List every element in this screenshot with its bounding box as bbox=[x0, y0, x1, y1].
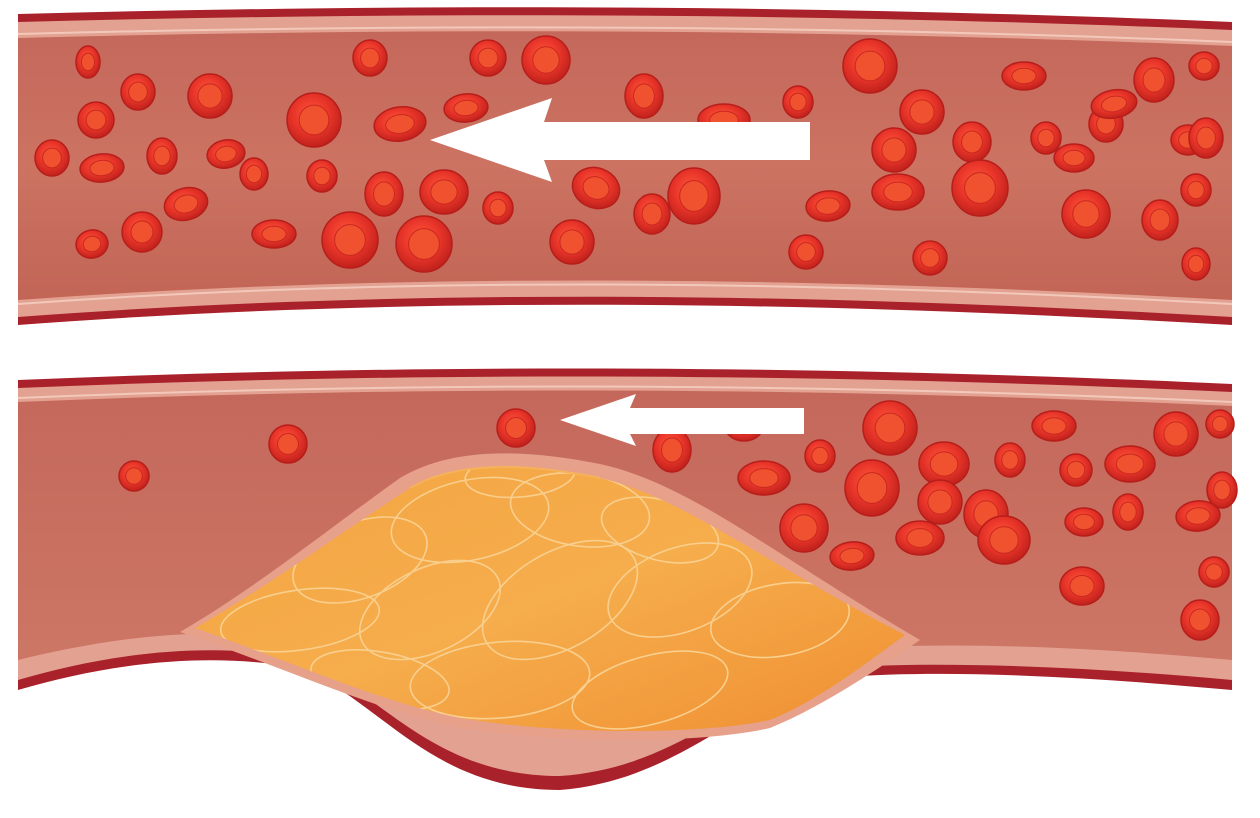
red-blood-cell bbox=[146, 137, 178, 175]
red-blood-cell bbox=[871, 173, 925, 211]
red-blood-cell bbox=[912, 240, 948, 276]
red-blood-cell bbox=[633, 193, 671, 235]
red-blood-cell bbox=[1112, 493, 1144, 531]
red-blood-cell bbox=[782, 85, 814, 119]
red-blood-cell bbox=[118, 460, 150, 492]
red-blood-cell bbox=[1175, 500, 1221, 532]
healthy-artery-panel bbox=[17, 7, 1233, 325]
red-blood-cell bbox=[75, 229, 109, 259]
red-blood-cell bbox=[737, 460, 791, 496]
red-blood-cell bbox=[395, 215, 453, 273]
red-blood-cell bbox=[994, 442, 1026, 478]
red-blood-cell bbox=[1104, 445, 1156, 483]
red-blood-cell bbox=[187, 73, 233, 119]
red-blood-cell bbox=[1188, 117, 1224, 159]
red-blood-cell bbox=[521, 35, 571, 85]
red-blood-cell bbox=[1001, 61, 1047, 91]
red-blood-cell bbox=[373, 106, 427, 142]
red-blood-cell bbox=[121, 211, 163, 253]
red-blood-cell bbox=[1061, 189, 1111, 239]
bottom-vessel-highlight-upper bbox=[17, 385, 1233, 403]
red-blood-cell bbox=[1059, 453, 1093, 487]
red-blood-cell bbox=[1188, 51, 1220, 81]
red-blood-cell bbox=[286, 92, 342, 148]
red-blood-cell bbox=[352, 39, 388, 77]
red-blood-cell bbox=[239, 157, 269, 191]
red-blood-cell bbox=[917, 479, 963, 525]
top-vessel-highlight-lower bbox=[17, 283, 1233, 305]
red-blood-cell bbox=[895, 520, 945, 556]
red-blood-cell bbox=[77, 101, 115, 139]
red-blood-cell bbox=[652, 427, 692, 473]
narrowed-artery-panel bbox=[17, 368, 1238, 790]
red-blood-cell bbox=[469, 39, 507, 77]
red-blood-cell bbox=[1090, 88, 1138, 120]
red-blood-cell bbox=[1198, 556, 1230, 588]
red-blood-cell bbox=[1059, 566, 1105, 606]
red-blood-cell bbox=[75, 45, 101, 79]
plaque-edge-highlight bbox=[409, 466, 601, 489]
red-blood-cell bbox=[842, 38, 898, 94]
top-vessel-highlight-upper bbox=[17, 26, 1233, 43]
red-blood-cell bbox=[1206, 471, 1238, 509]
bottom-blood-cells bbox=[118, 400, 1238, 641]
red-blood-cell bbox=[34, 139, 70, 177]
red-blood-cell bbox=[1133, 57, 1175, 103]
red-blood-cell bbox=[805, 190, 851, 222]
red-blood-cell bbox=[1031, 410, 1077, 442]
red-blood-cell bbox=[443, 93, 489, 123]
red-blood-cell bbox=[1141, 199, 1179, 241]
red-blood-cell bbox=[1030, 121, 1062, 155]
red-blood-cell bbox=[206, 139, 246, 169]
plaque-body bbox=[195, 467, 905, 732]
red-blood-cell bbox=[79, 153, 125, 183]
red-blood-cell bbox=[482, 191, 514, 225]
red-blood-cell bbox=[496, 408, 536, 448]
red-blood-cell bbox=[1064, 507, 1104, 537]
red-blood-cell bbox=[918, 441, 970, 487]
red-blood-cell bbox=[667, 167, 721, 225]
red-blood-cell bbox=[120, 73, 156, 111]
red-blood-cell bbox=[1205, 409, 1235, 439]
red-blood-cell bbox=[306, 159, 338, 193]
red-blood-cell bbox=[1153, 411, 1199, 457]
red-blood-cell bbox=[951, 159, 1009, 217]
red-blood-cell bbox=[952, 121, 992, 163]
red-blood-cell bbox=[829, 541, 875, 571]
red-blood-cell bbox=[779, 503, 829, 553]
red-blood-cell bbox=[268, 424, 308, 464]
flow-arrow-bottom bbox=[560, 394, 804, 446]
red-blood-cell bbox=[1180, 173, 1212, 207]
plaque-cells bbox=[219, 467, 851, 730]
red-blood-cell bbox=[862, 400, 918, 456]
red-blood-cell bbox=[364, 171, 404, 217]
red-blood-cell bbox=[163, 186, 209, 222]
red-blood-cell bbox=[419, 169, 469, 215]
red-blood-cell bbox=[844, 459, 900, 517]
red-blood-cell bbox=[571, 166, 621, 210]
red-blood-cell bbox=[251, 219, 297, 249]
red-blood-cell bbox=[1180, 599, 1220, 641]
red-blood-cell bbox=[788, 234, 824, 270]
red-blood-cell bbox=[1181, 247, 1211, 281]
red-blood-cell bbox=[624, 73, 664, 119]
red-blood-cell bbox=[804, 439, 836, 473]
red-blood-cell bbox=[1053, 143, 1095, 173]
flow-arrow-top bbox=[430, 98, 810, 182]
red-blood-cell bbox=[977, 515, 1031, 565]
red-blood-cell bbox=[321, 211, 379, 269]
red-blood-cell bbox=[871, 127, 917, 173]
red-blood-cell bbox=[899, 89, 945, 135]
top-vessel-lumen bbox=[18, 31, 1232, 300]
red-blood-cell bbox=[549, 219, 595, 265]
